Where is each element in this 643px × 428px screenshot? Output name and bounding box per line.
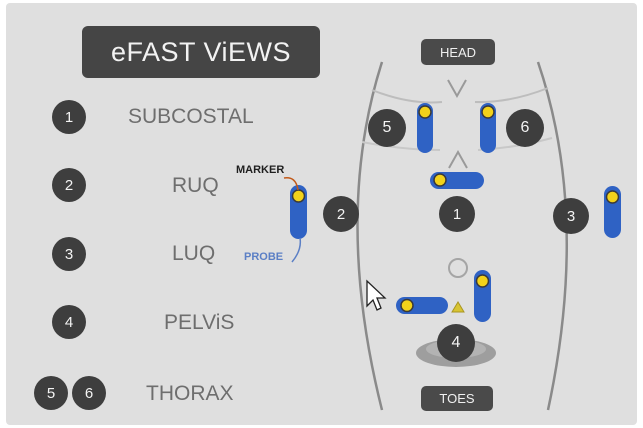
marker-label: MARKER [236, 164, 285, 176]
probe-label: PROBE [244, 251, 284, 263]
umbilicus-mark [448, 258, 468, 278]
toes-tag: TOES [421, 386, 493, 411]
probe-5-marker [418, 105, 432, 119]
view-number-3: 3 [52, 237, 86, 271]
body-position-1: 1 [439, 196, 475, 232]
xiphoid-mark [448, 149, 468, 169]
probe-3-marker [605, 190, 620, 204]
body-position-5: 5 [368, 109, 406, 147]
view-number-1: 1 [52, 100, 86, 134]
marker-pointer-line [283, 177, 299, 191]
view-label-ruq: RUQ [172, 174, 219, 197]
body-position-2: 2 [323, 196, 359, 232]
probe-1-marker [433, 173, 447, 187]
view-label-thorax: THORAX [146, 382, 234, 405]
pelvic-warning-marker [451, 301, 465, 313]
diagram-title: eFAST ViEWS [82, 26, 320, 78]
body-position-3: 3 [553, 198, 589, 234]
view-number-2: 2 [52, 168, 86, 202]
probe-6-marker [481, 105, 495, 119]
view-label-pelvis: PELViS [164, 311, 235, 334]
head-tag: HEAD [421, 39, 495, 65]
probe-4-transverse-marker [400, 298, 414, 313]
rib-line-left [371, 89, 443, 104]
view-number-6: 6 [72, 376, 106, 410]
probe-2-marker [291, 189, 306, 203]
view-number-5: 5 [34, 376, 68, 410]
rib-line-lower-left [361, 141, 441, 151]
probe-4-sagittal-marker [475, 274, 490, 288]
body-left-outline [356, 61, 384, 411]
view-label-luq: LUQ [172, 242, 216, 265]
body-position-4: 4 [437, 324, 475, 362]
sternal-notch-mark [447, 79, 467, 99]
body-position-6: 6 [506, 109, 544, 147]
probe-pointer-line [291, 237, 302, 263]
view-label-subcostal: SUBCOSTAL [128, 105, 254, 128]
body-right-outline [536, 61, 568, 411]
mouse-cursor-icon [366, 279, 387, 311]
view-number-4: 4 [52, 305, 86, 339]
rib-line-right [474, 87, 549, 104]
